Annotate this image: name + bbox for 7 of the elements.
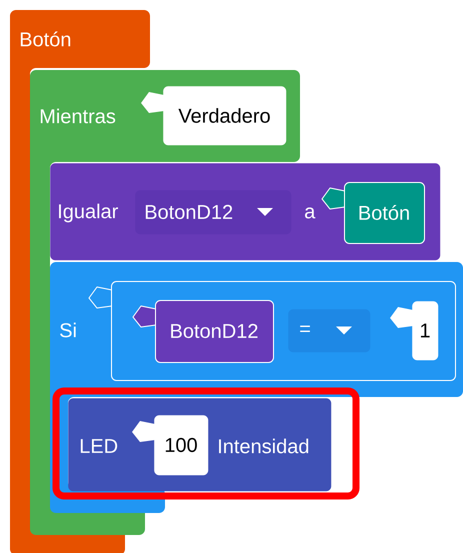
value-block: Verdadero (141, 86, 286, 146)
value-block: 1 (390, 301, 438, 360)
value-block: Botón (322, 182, 425, 244)
variable-block: BotonD12 (132, 300, 274, 363)
dropdown-field: BotonD12 (135, 190, 292, 234)
dropdown-field: = (288, 309, 370, 352)
value-block: 100 (132, 415, 208, 476)
